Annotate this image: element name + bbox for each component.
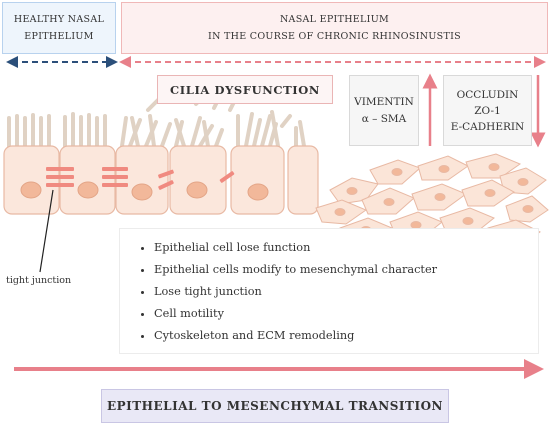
list-item: Epithelial cells modify to mesenchymal c…: [154, 259, 437, 281]
cilia-dysfunction-label: CILIA DYSFUNCTION: [157, 75, 333, 104]
cell-nuclei: [20, 181, 269, 201]
list-item: Cell motility: [154, 303, 437, 325]
marker-e-cadherin: E-CADHERIN: [450, 120, 525, 133]
emt-features-box: Epithelial cell lose function Epithelial…: [119, 228, 539, 354]
tight-junction-label: tight junction: [6, 275, 72, 286]
healthy-epithelium-header: HEALTHY NASAL EPITHELIUM: [2, 2, 116, 54]
downregulated-markers-box: OCCLUDIN ZO-1 E-CADHERIN: [443, 75, 532, 146]
healthy-header-line-2: EPITHELIUM: [24, 31, 94, 42]
marker-zo1: ZO-1: [474, 104, 501, 117]
list-item: Epithelial cell lose function: [154, 237, 437, 259]
marker-occludin: OCCLUDIN: [456, 88, 519, 101]
crs-header-line-1: NASAL EPITHELIUM: [279, 14, 390, 25]
tight-junction-pointer: [39, 189, 54, 273]
emt-features-list: Epithelial cell lose function Epithelial…: [140, 237, 437, 347]
crs-header-line-2: IN THE COURSE OF CHRONIC RHINOSINUSTIS: [208, 31, 461, 42]
list-item: Lose tight junction: [154, 281, 437, 303]
list-item: Cytoskeleton and ECM remodeling: [154, 325, 437, 347]
tight-junctions: [46, 167, 235, 190]
marker-alpha-sma: α – SMA: [361, 112, 407, 125]
healthy-header-line-1: HEALTHY NASAL: [13, 14, 105, 25]
crs-epithelium-header: NASAL EPITHELIUM IN THE COURSE OF CHRONI…: [121, 2, 548, 54]
marker-vimentin: VIMENTIN: [354, 95, 414, 108]
upregulated-markers-box: VIMENTIN α – SMA: [349, 75, 419, 146]
epithelial-cells: [3, 145, 319, 215]
emt-title: EPITHELIAL TO MESENCHYMAL TRANSITION: [101, 389, 449, 423]
